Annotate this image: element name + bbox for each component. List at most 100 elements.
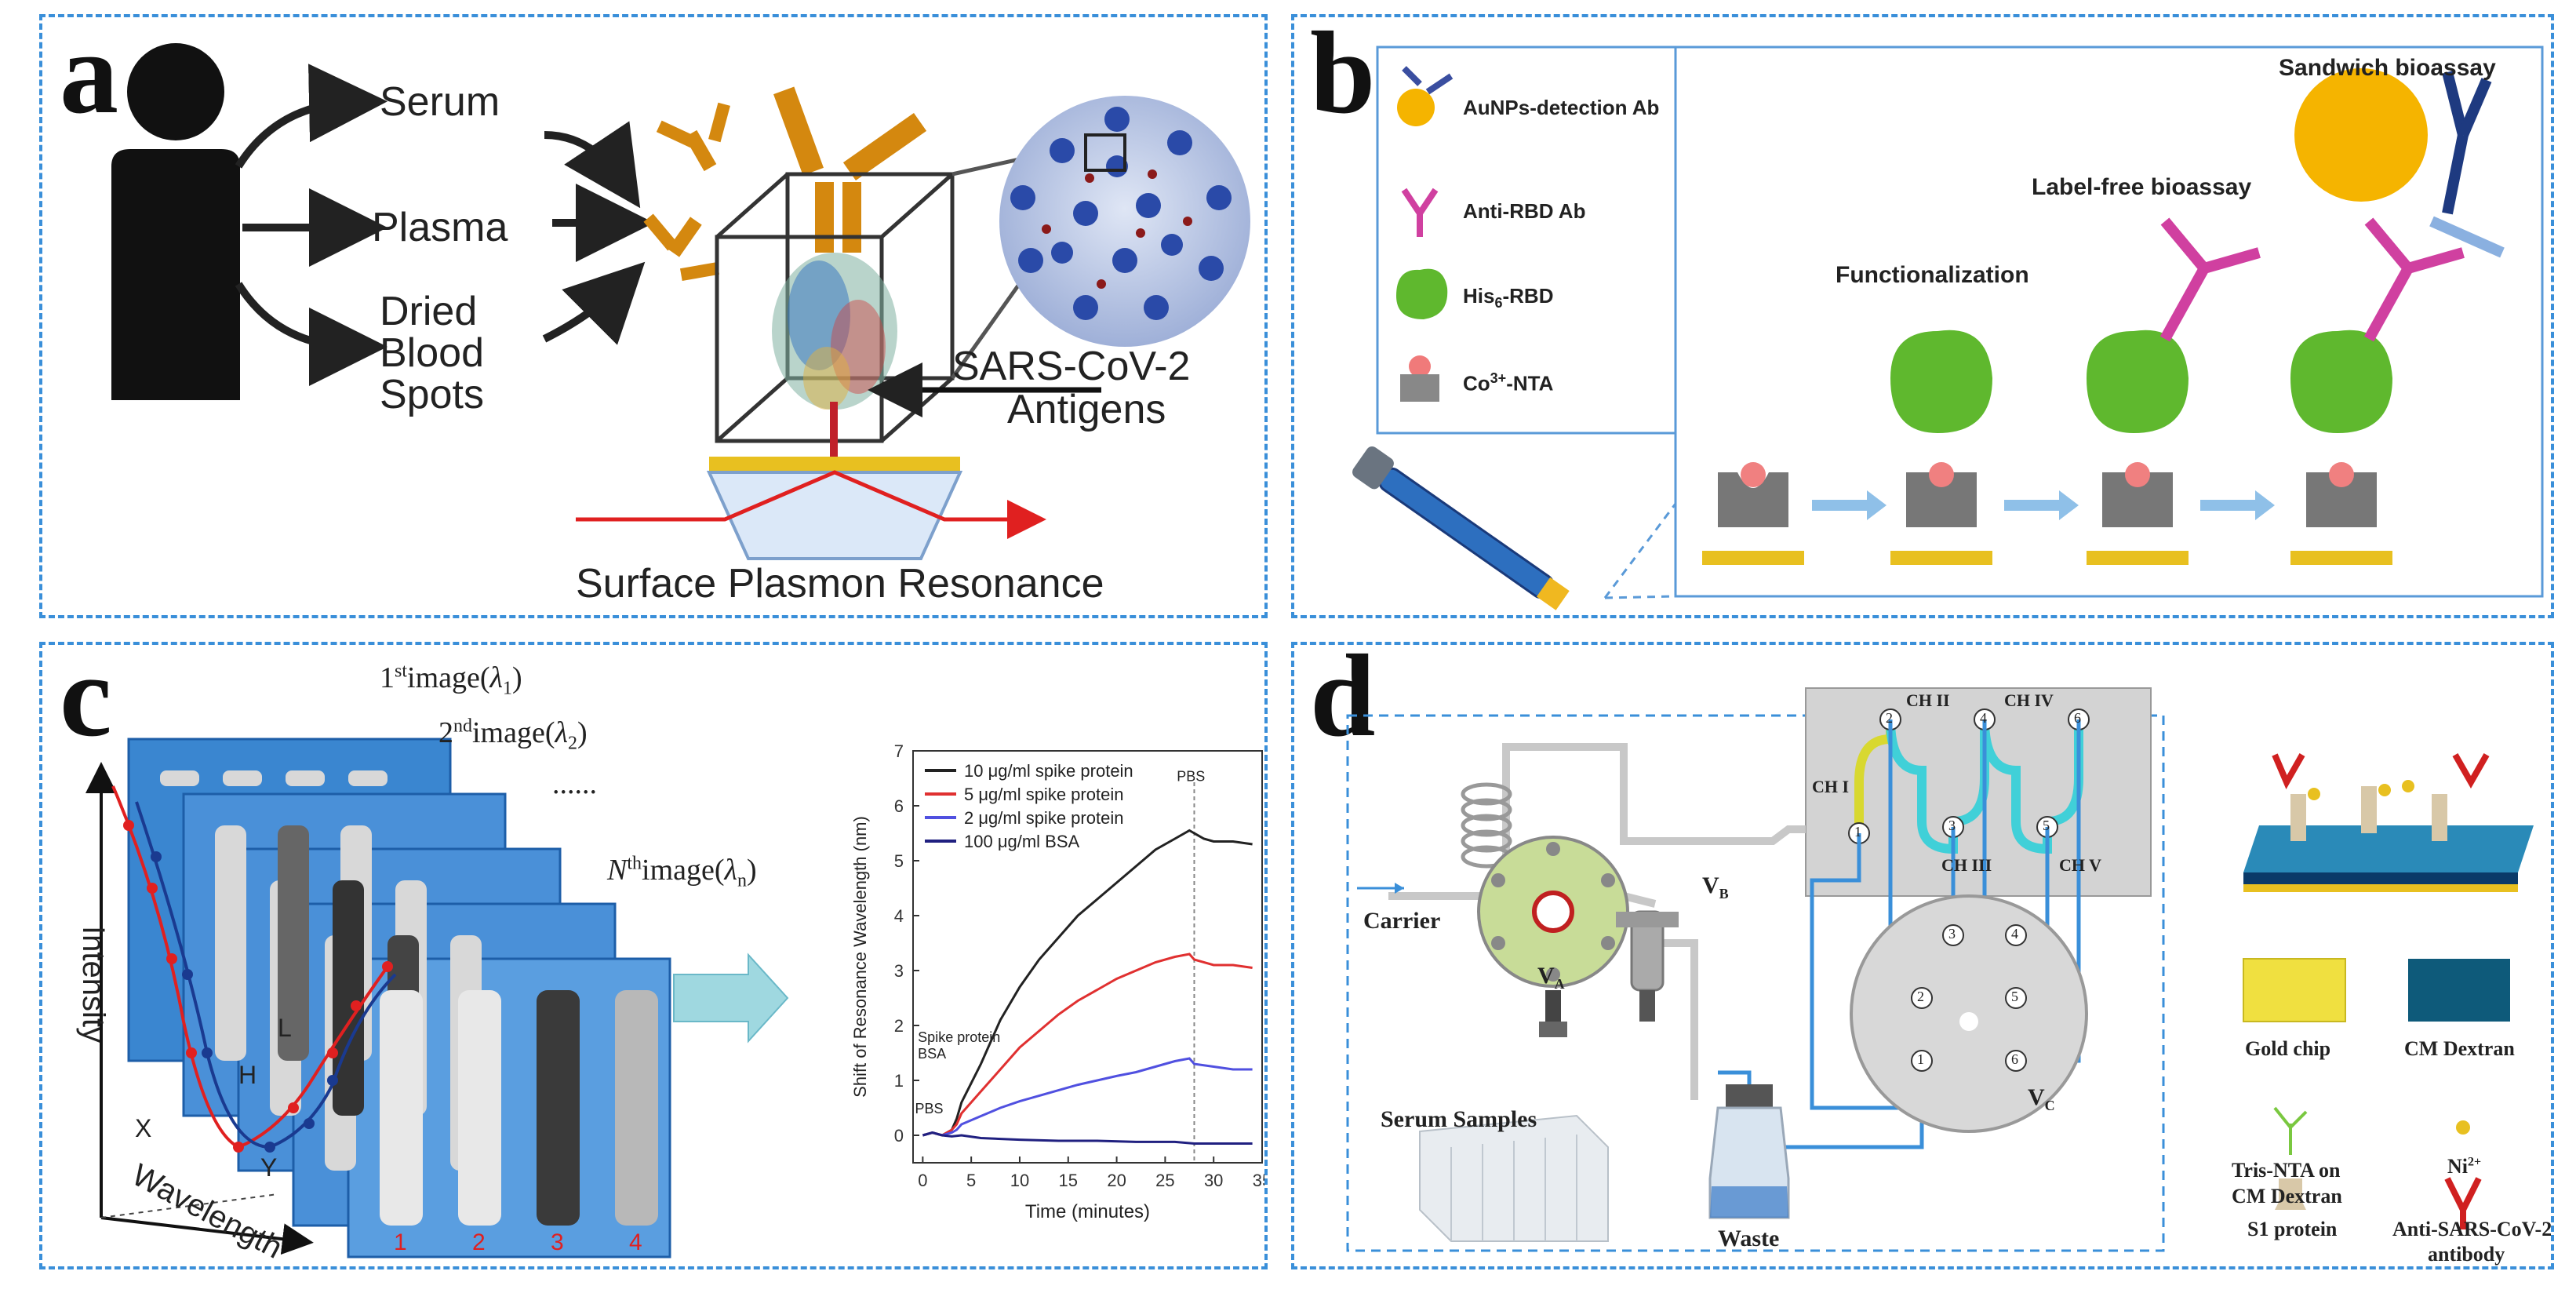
series-line-2 <box>922 1057 1253 1137</box>
arrow-dbs <box>235 282 387 386</box>
x-tick-label-7: 35 <box>1253 1171 1268 1190</box>
x-tick-label-4: 20 <box>1107 1171 1126 1190</box>
legend-anti-sars-1: Anti-SARS-CoV-2 <box>2392 1218 2552 1240</box>
panel-letter-a: a <box>60 14 118 138</box>
annotation-spike: Spike protein <box>918 1029 1000 1045</box>
step-sandwich: Sandwich bioassay <box>2279 55 2496 81</box>
step-functionalization: Functionalization <box>1836 262 2029 288</box>
panel-b: b <box>1291 14 2554 618</box>
label-valve-c: VC <box>2028 1084 2055 1113</box>
curve-mark-x: X <box>135 1114 152 1142</box>
y-tick-label-3: 3 <box>894 961 904 981</box>
legend-tris-nta-2: CM Dextran <box>2232 1185 2342 1207</box>
stage-3 <box>2087 217 2261 565</box>
legend-ni: Ni2+ <box>2447 1155 2482 1178</box>
nth-image-label: Nthimage(λn) <box>607 853 757 891</box>
panel-d: d <box>1291 642 2554 1269</box>
x-tick-label-1: 5 <box>966 1171 976 1190</box>
annotation-pbs-start: PBS <box>915 1101 943 1116</box>
anti-rbd-icon <box>1401 188 1439 237</box>
series-line-0 <box>922 829 1253 1137</box>
channel-number-1: 1 <box>394 1229 407 1255</box>
label-waste: Waste <box>1718 1226 1780 1251</box>
valve-a <box>1477 836 1629 1037</box>
chip-port-4: 4 <box>1980 710 1987 726</box>
y-tick-label-0: 0 <box>894 1126 904 1146</box>
layered-chip-icon <box>2243 753 2534 892</box>
y-tick-label-6: 6 <box>894 796 904 816</box>
valve-c-port-3: 3 <box>1948 926 1956 942</box>
source-plasma: Plasma <box>372 205 508 250</box>
person-icon <box>111 43 240 400</box>
process-arrow <box>673 953 789 1044</box>
panel-a: a <box>39 14 1268 618</box>
legend-label-0: 10 μg/ml spike protein <box>964 761 1133 781</box>
cm-dextran-icon <box>2408 959 2510 1022</box>
y-tick-label-2: 2 <box>894 1016 904 1036</box>
y-tick-label-5: 5 <box>894 851 904 871</box>
valve-c-port-5: 5 <box>2011 989 2018 1004</box>
legend-cm-dextran: CM Dextran <box>2404 1037 2515 1060</box>
legend-aunps: AuNPs-detection Ab <box>1463 96 1660 119</box>
legend-co-nta: Co3+-NTA <box>1463 370 1554 395</box>
co-nta-icon <box>1400 355 1439 402</box>
source-serum: Serum <box>380 79 500 125</box>
axis-intensity: Intensity <box>75 926 111 1043</box>
curve-mark-h: H <box>238 1061 257 1089</box>
legend-label-2: 2 μg/ml spike protein <box>964 808 1123 828</box>
label-carrier: Carrier <box>1363 908 1441 934</box>
antibody-large-icon <box>773 86 927 253</box>
chip-port-2: 2 <box>1886 710 1893 726</box>
virus-icon <box>999 96 1250 347</box>
channel-ch-i: CH I <box>1812 777 1850 796</box>
panel-a-drawing <box>111 43 1250 560</box>
x-tick-label-3: 15 <box>1059 1171 1078 1190</box>
waste-bottle <box>1708 1084 1790 1219</box>
stage-2 <box>1890 330 1992 565</box>
detection-ab-icon <box>1402 66 1454 95</box>
y-tick-label-1: 1 <box>894 1071 904 1091</box>
valve-c-port-6: 6 <box>2011 1051 2018 1067</box>
step-arrows <box>1812 490 2275 520</box>
legend-s1: S1 protein <box>2247 1218 2338 1240</box>
antigens-label-1: SARS-CoV-2 <box>952 344 1191 389</box>
legend-anti-rbd: Anti-RBD Ab <box>1463 199 1586 223</box>
chart-frame <box>912 750 1263 1164</box>
channel-ch-v: CH V <box>2059 855 2101 875</box>
x-tick-label-6: 30 <box>1204 1171 1223 1190</box>
panel-letter-b: b <box>1310 14 1376 138</box>
stage-4 <box>2290 68 2505 565</box>
y-tick-label-7: 7 <box>894 741 904 761</box>
aunp-icon <box>1397 89 1435 126</box>
valve-c-port-4: 4 <box>2011 926 2018 942</box>
x-tick-label-0: 0 <box>918 1171 927 1190</box>
series-line-1 <box>922 953 1253 1137</box>
channel-ch-ii: CH II <box>1906 690 1950 710</box>
y-axis-label: Shift of Resonance Wavelength (nm) <box>850 816 870 1098</box>
system-box <box>1346 714 2165 1252</box>
arrow-serum <box>235 64 387 169</box>
panel-letter-c: c <box>60 642 112 761</box>
technique-label: Surface Plasmon Resonance <box>576 561 1104 606</box>
legend-label-3: 100 μg/ml BSA <box>964 832 1080 851</box>
blue-curve <box>135 801 397 1149</box>
legend-his-rbd: His6-RBD <box>1463 284 1554 311</box>
annotation-pbs-end: PBS <box>1177 769 1205 785</box>
source-blood: Blood <box>380 330 484 376</box>
chip-port-3: 3 <box>1948 818 1956 833</box>
source-dried: Dried <box>380 289 478 334</box>
first-image-label: 1stimage(λ1) <box>380 661 522 699</box>
chip-port-5: 5 <box>2043 818 2050 833</box>
annotation-bsa: BSA <box>918 1046 946 1062</box>
valve-c-port-2: 2 <box>1917 989 1924 1004</box>
gold-chip-icon <box>2243 958 2346 1022</box>
second-image-label: 2ndimage(λ2) <box>438 716 588 754</box>
legend-tris-nta-1: Tris-NTA on <box>2232 1159 2341 1182</box>
sample-tray <box>1419 1114 1609 1242</box>
anti-sars-ab-icon <box>2444 1177 2482 1229</box>
image-stack <box>127 738 671 1258</box>
antigens-label-2: Antigens <box>1007 387 1166 432</box>
s1-protein-icon <box>2275 1178 2306 1210</box>
legend-gold-chip: Gold chip <box>2245 1037 2331 1060</box>
